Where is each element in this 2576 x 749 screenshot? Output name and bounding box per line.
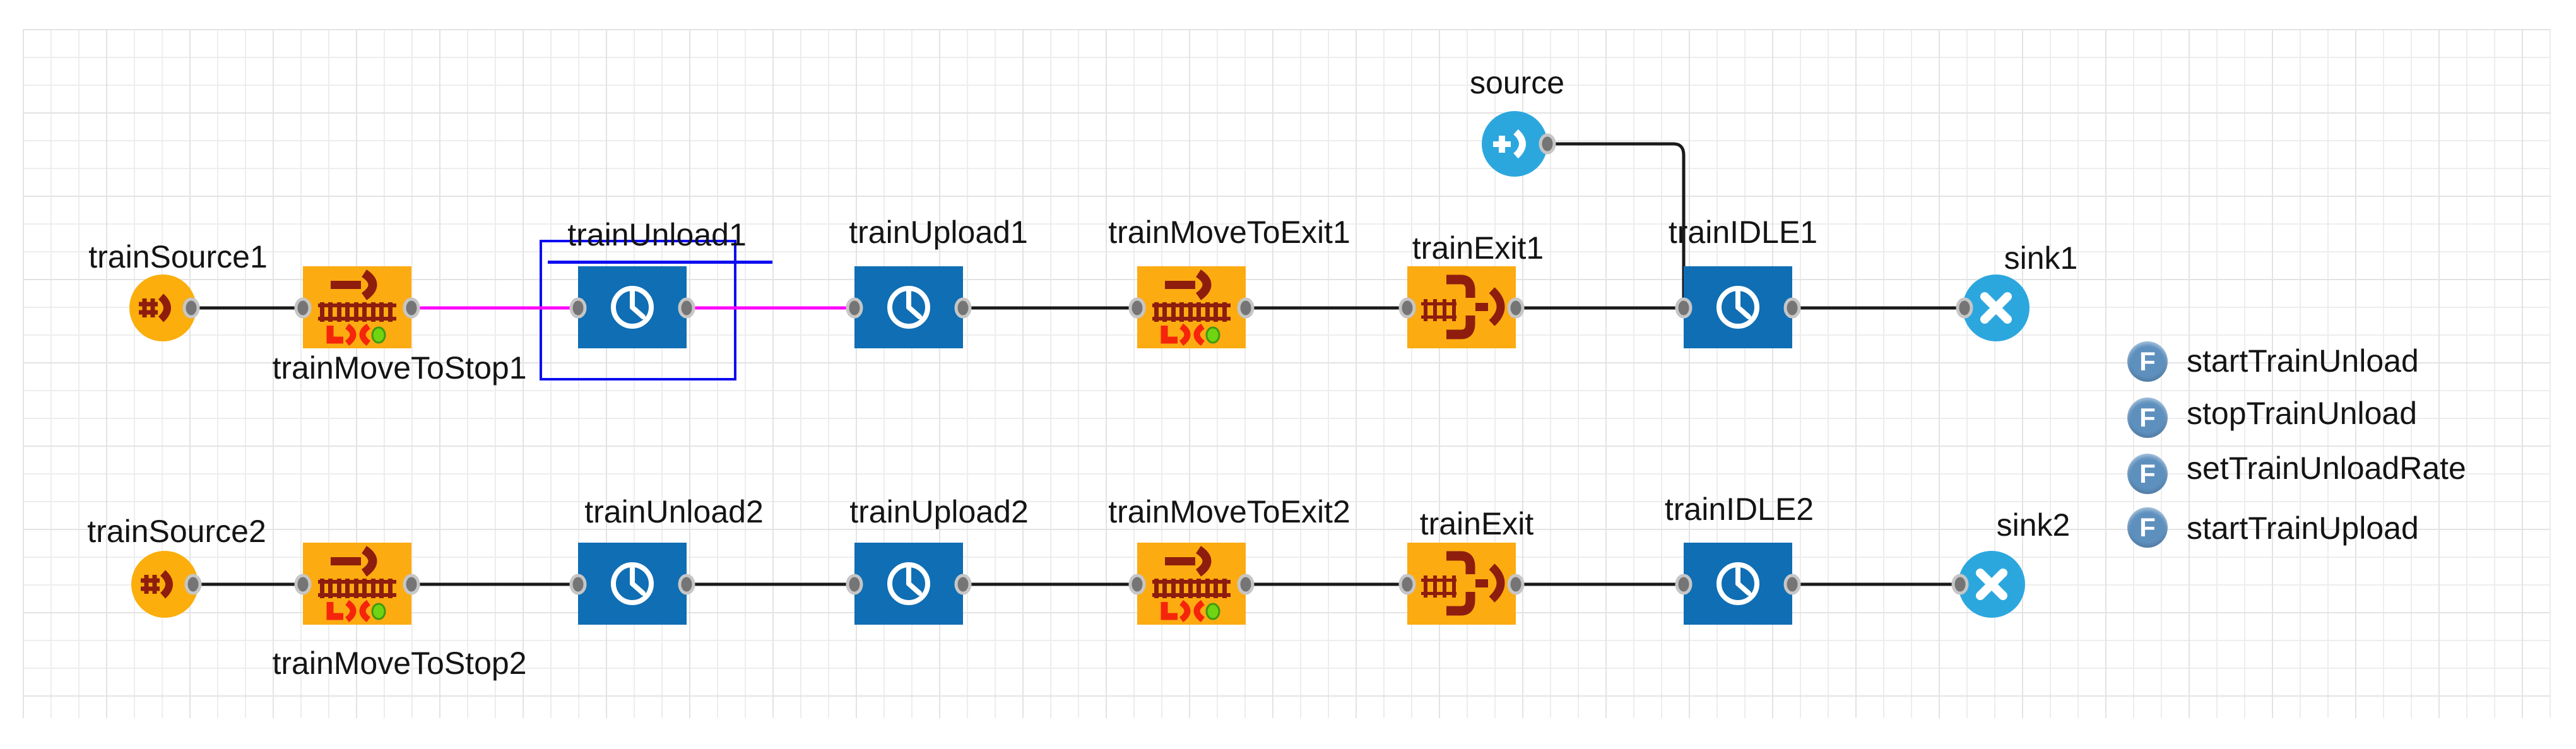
node-source[interactable]	[1482, 111, 1547, 177]
node-trainMoveToStop2[interactable]	[303, 543, 411, 625]
f-letter: F	[2139, 346, 2156, 376]
function-f-icon[interactable]: F	[2127, 398, 2168, 438]
x-cross-icon	[1958, 551, 2025, 618]
node-label-trainUpload1: trainUpload1	[849, 215, 1028, 250]
connector-source-trainIDLE1[interactable]	[1547, 142, 1686, 308]
selection-box	[540, 240, 736, 380]
function-f-icon[interactable]: F	[2127, 341, 2168, 382]
node-label-trainMoveToStop1: trainMoveToStop1	[272, 350, 527, 386]
node-label-trainExit1: trainExit1	[1412, 230, 1544, 266]
node-trainExit1[interactable]	[1407, 266, 1516, 348]
node-label-trainSource1: trainSource1	[88, 239, 268, 274]
node-sink2[interactable]	[1958, 551, 2025, 618]
node-trainSource2[interactable]	[131, 551, 198, 618]
node-trainUpload1[interactable]	[854, 266, 963, 348]
node-label-trainIDLE2: trainIDLE2	[1664, 492, 1814, 527]
node-label-sink2: sink2	[1996, 507, 2071, 543]
function-label-setTrainUnloadRate[interactable]: setTrainUnloadRate	[2187, 451, 2466, 486]
node-label-trainIDLE1: trainIDLE1	[1668, 215, 1818, 250]
node-label-trainSource2: trainSource2	[87, 514, 266, 549]
function-label-stopTrainUnload[interactable]: stopTrainUnload	[2187, 396, 2418, 431]
node-trainMoveToExit1[interactable]	[1137, 266, 1246, 348]
node-sink1[interactable]	[1963, 274, 2029, 341]
node-label-trainExit: trainExit	[1419, 506, 1534, 541]
node-label-trainMoveToStop2: trainMoveToStop2	[272, 646, 527, 681]
node-label-trainMoveToExit2: trainMoveToExit2	[1108, 494, 1350, 529]
node-trainIDLE1[interactable]	[1684, 266, 1792, 348]
node-label-trainMoveToExit1: trainMoveToExit1	[1108, 215, 1350, 250]
node-trainMoveToStop1[interactable]	[303, 266, 411, 348]
plus-arrow-icon	[1482, 111, 1547, 177]
clock-icon	[1684, 266, 1792, 348]
clock-icon	[854, 266, 963, 348]
function-label-startTrainUpload[interactable]: startTrainUpload	[2187, 510, 2419, 546]
function-f-icon[interactable]: F	[2127, 507, 2168, 548]
node-label-source: source	[1469, 65, 1565, 100]
selection-line	[548, 261, 772, 264]
railroad-track-arrow-icon	[303, 543, 411, 625]
f-letter: F	[2139, 459, 2156, 488]
clock-icon	[578, 543, 687, 625]
track-enter-arrow-icon	[129, 274, 196, 341]
track-exit-bracket-icon	[1407, 543, 1516, 625]
clock-icon	[854, 543, 963, 625]
node-label-sink1: sink1	[2004, 240, 2078, 276]
node-trainUnload1[interactable]	[578, 266, 687, 348]
railroad-track-arrow-icon	[303, 266, 411, 348]
node-label-trainUpload2: trainUpload2	[849, 494, 1029, 529]
clock-icon	[578, 266, 687, 348]
x-cross-icon	[1963, 274, 2029, 341]
grid	[23, 29, 2551, 718]
node-trainMoveToExit2[interactable]	[1137, 543, 1246, 625]
node-label-trainUnload2: trainUnload2	[584, 494, 764, 529]
node-trainUnload2[interactable]	[578, 543, 687, 625]
node-trainExit[interactable]	[1407, 543, 1516, 625]
node-trainUpload2[interactable]	[854, 543, 963, 625]
node-trainSource1[interactable]	[129, 274, 196, 341]
railroad-track-arrow-icon	[1137, 543, 1246, 625]
track-enter-arrow-icon	[131, 551, 198, 618]
function-f-icon[interactable]: F	[2127, 454, 2168, 494]
node-label-trainUnload1: trainUnload1	[567, 217, 747, 252]
railroad-track-arrow-icon	[1137, 266, 1246, 348]
clock-icon	[1684, 543, 1792, 625]
function-label-startTrainUnload[interactable]: startTrainUnload	[2187, 343, 2419, 379]
f-letter: F	[2139, 512, 2156, 542]
f-letter: F	[2139, 403, 2156, 432]
node-trainIDLE2[interactable]	[1684, 543, 1792, 625]
track-exit-bracket-icon	[1407, 266, 1516, 348]
